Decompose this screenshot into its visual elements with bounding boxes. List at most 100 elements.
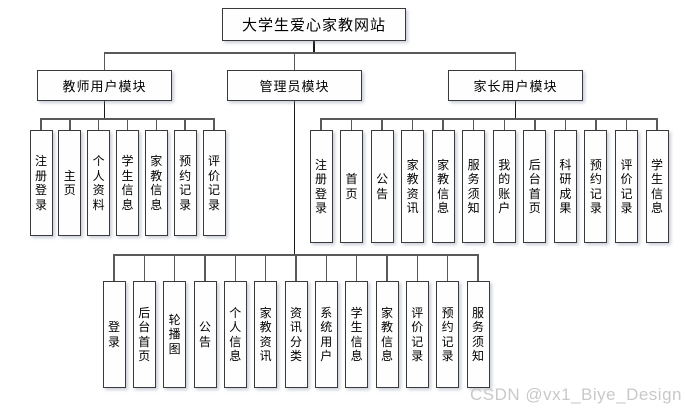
- tree-node-char: 须: [467, 186, 480, 201]
- tree-node-char: 教: [380, 320, 393, 334]
- connector-line: [213, 119, 215, 130]
- tree-node: 学生信息: [345, 281, 369, 388]
- connector-line: [595, 119, 597, 130]
- tree-node-char: 页: [528, 201, 541, 215]
- tree-node: 家教信息: [375, 281, 399, 388]
- connector-line: [477, 255, 479, 281]
- tree-node: 预约记录: [436, 281, 460, 388]
- tree-node-char: 务: [467, 172, 480, 186]
- tree-node-char: 主: [63, 168, 76, 183]
- connector-line: [442, 119, 444, 130]
- tree-node-char: 料: [92, 197, 105, 212]
- tree-node-char: 轮: [168, 312, 181, 327]
- tree-node-char: 约: [441, 320, 454, 334]
- tree-node-char: 录: [314, 201, 327, 215]
- tree-node-char: 注: [34, 154, 47, 168]
- tree-node-char: 录: [179, 197, 192, 212]
- tree-node-char: 价: [207, 168, 220, 183]
- tree-node-char: 息: [121, 197, 134, 212]
- tree-node: 预约记录: [173, 130, 197, 236]
- tree-node-char: 告: [198, 334, 211, 349]
- tree-node: 个人资料: [87, 130, 111, 236]
- tree-node-char: 息: [229, 349, 242, 363]
- connector-line: [472, 119, 475, 130]
- tree-node-char: 录: [441, 349, 454, 363]
- tree-node-char: 息: [380, 349, 393, 363]
- tree-node-char: 讯: [289, 320, 302, 334]
- connector-line: [69, 119, 71, 130]
- tree-node-char: 公: [198, 320, 211, 334]
- module-teacher-users: 教师用户模块: [37, 70, 172, 101]
- tree-node-char: 教: [150, 168, 163, 183]
- tree-node: 服务须知: [462, 130, 486, 243]
- tree-node-char: 册: [314, 172, 327, 186]
- tree-node-char: 学: [650, 157, 663, 172]
- connector-line: [325, 255, 328, 281]
- connector-line: [514, 101, 517, 119]
- tree-node-char: 资: [406, 186, 419, 201]
- tree-node-char: 息: [650, 201, 663, 215]
- tree-node-char: 台: [528, 172, 541, 186]
- tree-node-char: 约: [589, 172, 602, 186]
- tree-node: 家教信息: [144, 130, 168, 236]
- tree-node-char: 分: [289, 334, 302, 349]
- tree-node-char: 家: [259, 305, 272, 320]
- tree-node-char: 账: [498, 186, 511, 201]
- tree-node-char: 评: [207, 154, 220, 168]
- tree-node-char: 生: [350, 320, 363, 334]
- tree-node-char: 页: [345, 186, 358, 201]
- connector-line: [103, 52, 517, 54]
- connector-line: [514, 53, 517, 70]
- tree-node-char: 台: [138, 320, 151, 334]
- tree-node-char: 资: [92, 183, 105, 197]
- tree-node-char: 预: [441, 305, 454, 320]
- tree-node-char: 登: [107, 320, 120, 334]
- tree-node-char: 页: [138, 349, 151, 363]
- tree-node: 评价记录: [405, 281, 429, 388]
- tree-node-char: 家: [150, 154, 163, 168]
- connector-line: [113, 255, 115, 281]
- tree-node-char: 注: [314, 157, 327, 172]
- connector-line: [40, 119, 42, 130]
- tree-node-char: 记: [411, 334, 424, 349]
- tree-node-char: 后: [528, 157, 541, 172]
- tree-node-char: 生: [650, 172, 663, 186]
- tree-node-char: 用: [320, 334, 333, 349]
- connector-line: [350, 119, 353, 130]
- tree-node-char: 教: [259, 320, 272, 334]
- tree-node-char: 约: [179, 168, 192, 183]
- connector-line: [103, 101, 106, 119]
- connector-line: [143, 255, 146, 281]
- tree-node: 登录: [102, 281, 126, 388]
- tree-node: 首页: [340, 130, 363, 243]
- tree-node-char: 预: [589, 157, 602, 172]
- tree-node-char: 资: [259, 334, 272, 349]
- connector-line: [295, 255, 297, 281]
- tree-node: 服务须知: [466, 281, 490, 388]
- connector-line: [534, 119, 536, 130]
- tree-node: 资讯分类: [284, 281, 308, 388]
- tree-node-char: 录: [589, 201, 602, 215]
- tree-node-char: 果: [559, 201, 572, 215]
- tree-node: 家教资讯: [401, 130, 425, 243]
- connector-line: [97, 119, 100, 130]
- diagram-title: 大学生爱心家教网站: [222, 8, 406, 41]
- tree-node-char: 个: [229, 305, 242, 320]
- tree-node-char: 讯: [406, 201, 419, 215]
- tree-node-char: 的: [498, 172, 511, 186]
- tree-node-char: 须: [471, 334, 484, 349]
- connector-line: [381, 119, 383, 130]
- tree-node-char: 录: [411, 349, 424, 363]
- tree-node-char: 类: [289, 349, 302, 363]
- tree-node-char: 录: [107, 334, 120, 349]
- connector-line: [564, 119, 567, 130]
- tree-node-char: 信: [350, 334, 363, 349]
- tree-node-char: 家: [406, 157, 419, 172]
- tree-node-char: 教: [406, 172, 419, 186]
- tree-node-char: 户: [498, 201, 511, 215]
- tree-node-char: 记: [179, 183, 192, 197]
- connector-line: [126, 119, 129, 130]
- tree-node-char: 页: [63, 183, 76, 197]
- tree-node-char: 录: [34, 197, 47, 212]
